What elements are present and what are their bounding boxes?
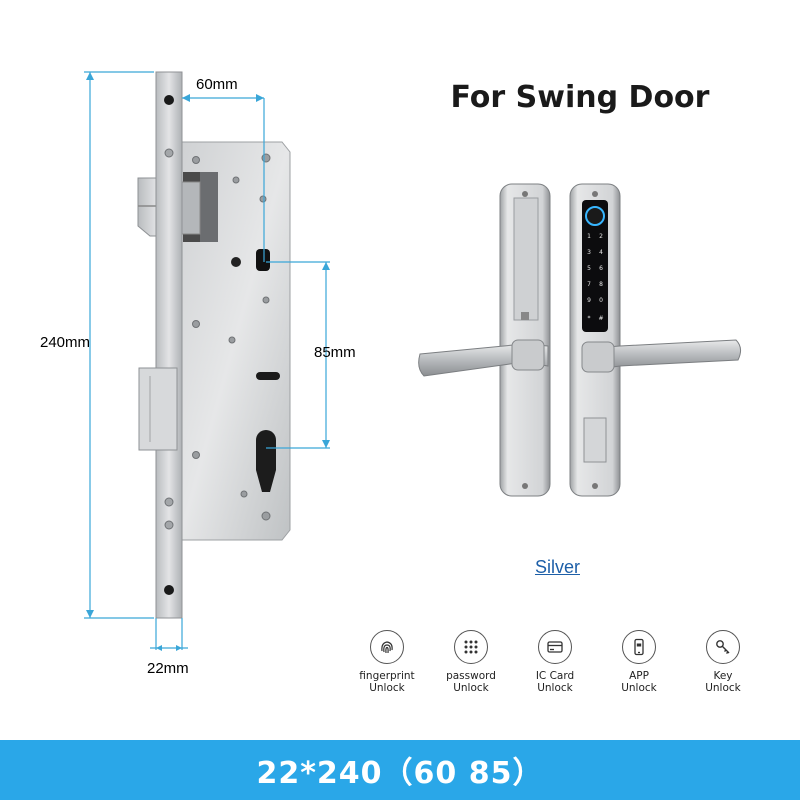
svg-text:5: 5: [587, 265, 591, 272]
method-label-2: Unlock: [537, 682, 573, 694]
svg-text:6: 6: [599, 265, 603, 272]
card-reader: [583, 417, 607, 463]
method-label-2: Unlock: [621, 682, 657, 694]
height-label: 240mm: [40, 334, 90, 351]
svg-text:1: 1: [587, 233, 591, 240]
key-icon: [706, 630, 740, 664]
keypad-icon: [454, 630, 488, 664]
method-label-2: Unlock: [369, 682, 405, 694]
center-distance-label: 85mm: [314, 344, 356, 361]
spec-banner: 22*240（60 85）: [0, 740, 800, 800]
method-label-1: fingerprint: [359, 670, 415, 682]
method-label-1: Key: [713, 670, 733, 682]
svg-text:#: #: [598, 315, 603, 322]
svg-text:7: 7: [587, 281, 591, 288]
fingerprint-icon: [370, 630, 404, 664]
inside-handle: [418, 183, 551, 497]
svg-text:4: 4: [599, 249, 603, 256]
svg-text:3: 3: [587, 249, 591, 256]
svg-text:*: *: [588, 315, 591, 322]
spec-banner-text: 22*240（60 85）: [256, 756, 544, 791]
method-label-1: APP: [629, 670, 649, 682]
smart-lock-handles: 1 2 3 4 5 6 7 8 9 0 * #: [418, 183, 742, 497]
faceplate-width-label: 22mm: [147, 660, 189, 677]
keypad-panel: [582, 200, 608, 332]
method-label-1: IC Card: [535, 670, 575, 682]
phone-app-icon: [622, 630, 656, 664]
fingerprint-sensor: [585, 206, 605, 226]
backset-label: 60mm: [196, 76, 238, 93]
svg-text:8: 8: [599, 281, 603, 288]
svg-text:0: 0: [599, 297, 603, 304]
svg-text:2: 2: [599, 233, 603, 240]
card-icon: [538, 630, 572, 664]
outside-handle: 1 2 3 4 5 6 7 8 9 0 * #: [569, 183, 742, 497]
color-option-silver[interactable]: Silver: [534, 557, 580, 577]
method-label-1: password: [446, 670, 496, 682]
svg-text:9: 9: [587, 297, 591, 304]
method-label-2: Unlock: [705, 682, 741, 694]
cylinder-hole: [256, 430, 276, 492]
mortise-lock-diagram: 60mm 85mm 240mm 22mm: [40, 71, 356, 677]
method-label-2: Unlock: [453, 682, 489, 694]
page-title: For Swing Door: [450, 80, 710, 115]
